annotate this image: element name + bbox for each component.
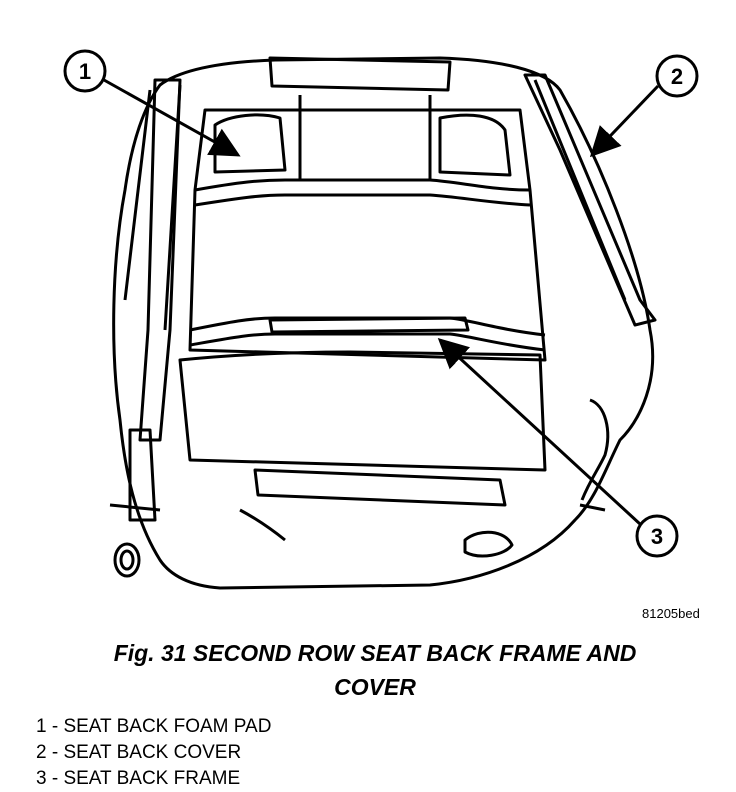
svg-text:2: 2 (671, 64, 683, 89)
seat-outline (109, 56, 657, 590)
figure-caption: Fig. 31 SECOND ROW SEAT BACK FRAME AND C… (30, 636, 720, 704)
legend-list: 1 - SEAT BACK FOAM PAD 2 - SEAT BACK COV… (36, 714, 271, 792)
svg-text:1: 1 (79, 59, 91, 84)
leader-line-1 (103, 78, 241, 157)
caption-line-2: COVER (334, 674, 416, 700)
leader-line-3 (437, 337, 642, 526)
callout-1: 1 (63, 49, 107, 93)
caption-line-1: Fig. 31 SECOND ROW SEAT BACK FRAME AND (113, 640, 637, 666)
seat-back-illustration: 1 2 3 (63, 49, 699, 590)
legend-item: 1 - SEAT BACK FOAM PAD (36, 716, 272, 737)
legend-item: 2 - SEAT BACK COVER (36, 742, 242, 763)
leader-line-2 (589, 84, 660, 158)
svg-text:3: 3 (651, 524, 663, 549)
legend-item: 3 - SEAT BACK FRAME (36, 768, 241, 789)
callout-2: 2 (655, 54, 699, 98)
figure-code: 81205bed (642, 606, 700, 621)
callout-3: 3 (635, 514, 679, 558)
